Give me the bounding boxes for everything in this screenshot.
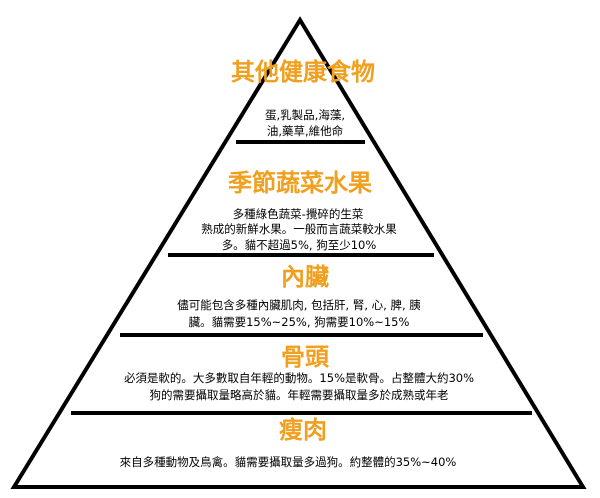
tier-title: 骨頭 [281,343,330,371]
tier-other-healthy-foods: 其他健康食物 蛋,乳製品,海藻, 油,藥草,維他命 [231,58,375,138]
tier-organs: 內臟 儘可能包含多種內臟肌肉, 包括肝, 腎, 心, 脾, 胰 臟。貓需要15%… [177,263,421,329]
tier-desc-line: 多種綠色蔬菜-攪碎的生菜 [233,207,364,221]
tier-title: 其他健康食物 [231,58,375,86]
tier-desc-line: 儘可能包含多種內臟肌肉, 包括肝, 腎, 心, 脾, 胰 [177,298,421,312]
tier-title: 內臟 [281,263,329,291]
tier-lean-meat: 瘦肉 來自多種動物及鳥禽。貓需要攝取量多過狗。約整體的35%~40% [120,416,457,469]
tier-title: 瘦肉 [279,416,327,444]
tier-desc-line: 來自多種動物及鳥禽。貓需要攝取量多過狗。約整體的35%~40% [120,455,457,469]
tier-desc-line: 多。貓不超過5%, 狗至少10% [222,238,377,252]
tier-title: 季節蔬菜水果 [228,169,372,197]
tier-desc-line: 蛋,乳製品,海藻, [265,108,345,122]
tier-desc-line: 狗的需要攝取量略高於貓。年輕需要攝取量多於成熟或年老 [150,388,449,402]
tier-desc-line: 熟成的新鮮水果。一般而言蔬菜較水果 [201,222,397,236]
tier-desc-line: 臟。貓需要15%~25%, 狗需要10%~15% [189,315,410,329]
tier-desc-line: 必須是軟的。大多數取自年輕的動物。15%是軟骨。占整體大約30% [124,371,474,385]
tier-desc-line: 油,藥草,維他命 [267,124,344,138]
tier-bones: 骨頭 必須是軟的。大多數取自年輕的動物。15%是軟骨。占整體大約30% 狗的需要… [124,343,474,402]
tier-seasonal-vegetables-fruits: 季節蔬菜水果 多種綠色蔬菜-攪碎的生菜 熟成的新鮮水果。一般而言蔬菜較水果 多。… [201,169,397,252]
